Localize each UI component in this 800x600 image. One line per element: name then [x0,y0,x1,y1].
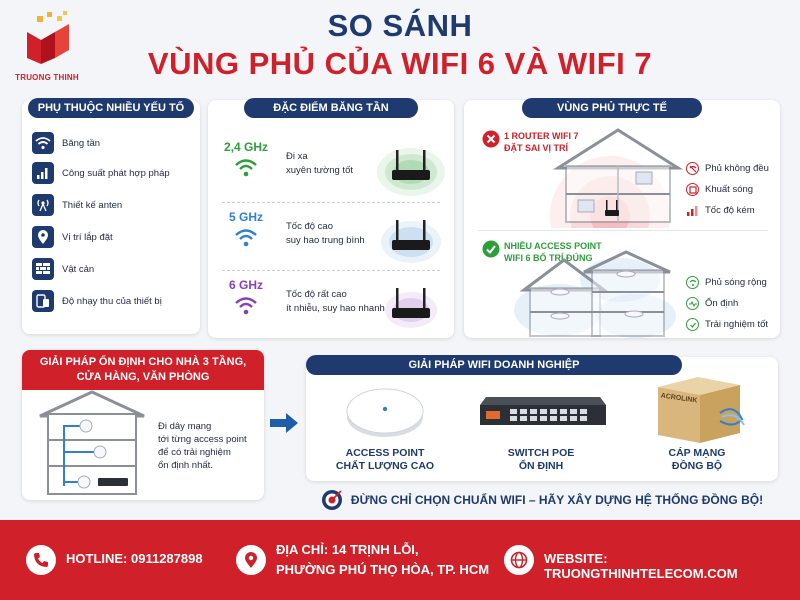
globe-icon [504,545,534,575]
product-label: ACCESS POINT CHẤT LƯỢNG CAO [335,447,435,472]
coverage-panel: VÙNG PHỦ THỰC TẾ 1 ROUTER WIFI 7 ĐẶT SAI… [464,98,780,338]
check-mark-icon [482,240,500,258]
footer-hotline[interactable]: HOTLINE: 0911287898 [66,551,203,566]
business-solution-heading: GIẢI PHÁP WIFI DOANH NGHIỆP [306,355,682,375]
product-access-point: ACCESS POINT CHẤT LƯỢNG CAO [310,369,460,479]
band-divider [222,270,440,271]
good-scenario-badge [482,240,500,263]
wifi-icon [235,159,257,177]
slogan: ĐỪNG CHỈ CHỌN CHUẨN WIFI – HÃY XÂY DỰNG … [306,486,778,514]
bad-scenario-badge [482,130,500,153]
factor-label: Vật cản [62,263,95,275]
factor-label: Vị trí lắp đặt [62,231,113,243]
product-switch-poe: SWITCH POE ỔN ĐỊNH [466,369,616,479]
band-frequency: 6 GHz [228,278,263,292]
band-row-6ghz: 6 GHz Tốc độ rất cao ít nhiễu, suy hao n… [214,274,448,338]
coverage-divider [478,230,768,231]
factor-label: Công suất phát hợp pháp [62,167,170,179]
product-network-cable: ACROLINK CÁP MẠNG ĐỒNG BỘ [622,369,772,479]
home-solution-panel: GIẢI PHÁP ỔN ĐỊNH CHO NHÀ 3 TẦNG, CỬA HÀ… [22,350,264,500]
business-solution-panel: GIẢI PHÁP WIFI DOANH NGHIỆP ACCESS POINT… [306,355,778,481]
band-row-5ghz: 5 GHz Tốc độ cao suy hao trung bình [214,206,448,270]
router-icon [385,288,437,328]
coverage-good-feature: Ổn định [686,297,738,310]
home-solution-description: Đi dây mạng tới từng access point để có … [158,421,247,471]
antenna-icon [32,194,54,216]
brand-name: TRUONG THINH [15,73,79,82]
factor-item: Vật cản [32,258,94,280]
house-multi-ap-illustration [514,250,676,338]
slogan-text: ĐỪNG CHỈ CHỌN CHUẨN WIFI – HÃY XÂY DỰNG … [350,493,764,507]
factor-item: Độ nhạy thu của thiết bị [32,290,162,312]
router-icon [377,148,445,196]
coverage-good-feature: Trải nghiệm tốt [686,318,768,331]
cable-box-icon [658,377,745,443]
footer-website[interactable]: WEBSITE: TRUONGTHINHTELECOM.COM [544,551,738,581]
three-floor-house-illustration [39,390,145,495]
home-solution-heading: GIẢI PHÁP ỔN ĐỊNH CHO NHÀ 3 TẦNG, CỬA HÀ… [22,350,264,390]
bands-panel: ĐẶC ĐIỂM BĂNG TẦN 2,4 GHz Đi xa xuyên tư… [208,98,454,338]
arrow-right-icon [270,413,298,433]
coverage-bad-feature: Phủ không đều [686,162,769,175]
target-icon [321,490,342,510]
coverage-good-feature: Phủ sóng rộng [686,276,767,289]
product-label: CÁP MẠNG ĐỒNG BỘ [668,447,726,472]
blocked-signal-icon [686,183,699,196]
band-row-2-4ghz: 2,4 GHz Đi xa xuyên tường tốt [214,136,448,200]
page-title-line1: SO SÁNH [327,8,473,43]
coverage-bad-feature: Tốc độ kém [686,204,755,217]
coverage-bad-feature: Khuất sóng [686,183,753,196]
factor-item: Băng tần [32,132,100,154]
bad-scenario-label: 1 ROUTER WIFI 7 ĐẶT SAI VỊ TRÍ [504,131,579,153]
brick-wall-icon [32,258,54,280]
network-switch-icon [480,397,606,425]
house-single-router-illustration [550,128,684,228]
factor-item: Thiết kế anten [32,194,122,216]
factor-label: Thiết kế anten [62,199,123,211]
phone-icon [26,545,56,575]
band-description: Tốc độ rất cao ít nhiễu, suy hao nhanh [286,289,385,314]
factors-heading: PHỤ THUỘC NHIỀU YẾU TỐ [28,98,194,118]
product-label: SWITCH POE ỔN ĐỊNH [507,447,575,472]
device-icon [32,290,54,312]
band-description: Đi xa xuyên tường tốt [286,151,353,176]
stable-pulse-icon [686,297,699,310]
brand-logo: TRUONG THINH [14,10,80,86]
band-description: Tốc độ cao suy hao trung bình [286,221,365,246]
factors-panel: PHỤ THUỘC NHIỀU YẾU TỐ Băng tần Công suấ… [22,98,200,334]
x-mark-icon [482,130,500,148]
factor-label: Băng tần [62,137,101,149]
footer-address: ĐỊA CHỈ: 14 TRỊNH LỖI, PHƯỜNG PHÚ THỌ HÒ… [276,542,490,577]
location-pin-icon [32,226,54,248]
page-title-line2: VÙNG PHỦ CỦA WIFI 6 VÀ WIFI 7 [147,46,653,81]
wifi-wide-icon [686,276,699,289]
footer: HOTLINE: 0911287898 ĐỊA CHỈ: 14 TRỊNH LỖ… [0,520,800,600]
location-pin-icon [236,545,266,575]
good-experience-icon [686,318,699,331]
coverage-heading: VÙNG PHỦ THỰC TẾ [522,98,702,118]
factor-item: Công suất phát hợp pháp [32,162,170,184]
router-icon [381,220,441,263]
factor-item: Vị trí lắp đặt [32,226,113,248]
wifi-icon [32,132,54,154]
signal-bars-icon [32,162,54,184]
slow-speed-icon [686,204,699,217]
factor-label: Độ nhạy thu của thiết bị [62,295,162,307]
band-divider [222,202,440,203]
wifi-icon [235,297,257,315]
logo-mark-icon [27,11,69,64]
access-point-icon [346,388,424,437]
good-scenario-label: NHIỀU ACCESS POINT WIFI 6 BỐ TRÍ ĐÚNG [504,241,602,263]
band-frequency: 5 GHz [228,210,263,224]
bands-heading: ĐẶC ĐIỂM BĂNG TẦN [244,98,418,118]
band-frequency: 2,4 GHz [223,140,268,154]
wifi-icon [235,229,257,247]
wifi-off-icon [686,162,699,175]
